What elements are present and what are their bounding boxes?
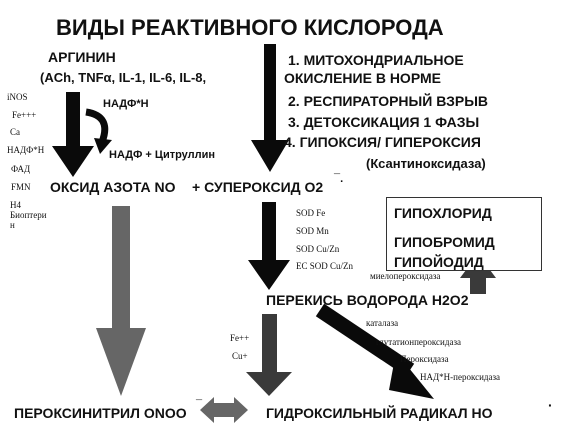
arrow-arginine-to-no <box>52 92 94 177</box>
enzyme-item: НАД*Н-пероксидаза <box>420 372 501 382</box>
arginine-mediators: (ACh, TNFα, IL-1, IL-6, IL-8, <box>40 70 207 85</box>
sod-item: EC SOD Cu/Zn <box>296 261 354 271</box>
arrow-no-to-peroxynitrite <box>96 206 146 396</box>
cofactor-item: FMN <box>11 182 31 192</box>
sod-item: SOD Mn <box>296 226 329 236</box>
source-item: 2. РЕСПИРАТОРНЫЙ ВЗРЫВ <box>288 93 489 109</box>
arrow-nadph-curve-head <box>94 138 112 154</box>
cofactor-item: н <box>10 220 15 230</box>
peroxynitrite-label: ПЕРОКСИНИТРИЛ ONOO <box>14 405 187 421</box>
arrow-sources-to-superoxide <box>251 44 289 172</box>
cofactor-item: ФАД <box>11 164 31 174</box>
cofactor-item: Fe+++ <box>12 110 37 120</box>
arrow-superoxide-to-h2o2 <box>248 202 290 290</box>
halides-box <box>386 197 542 271</box>
arrow-nadph-curve <box>85 108 109 144</box>
sod-item: SOD Cu/Zn <box>296 244 340 254</box>
cofactor-item: H4 <box>10 200 21 210</box>
enzyme-item: Пероксидаза <box>400 354 449 364</box>
myeloperoxidase-label: миелопероксидаза <box>370 271 441 281</box>
arginine-label: АРГИНИН <box>48 49 116 65</box>
nadp-citrulline-label: НАДФ + Цитруллин <box>109 149 216 161</box>
cofactor-item: Ca <box>10 127 20 137</box>
nadph-label: НАДФ*Н <box>103 98 149 110</box>
metal-item: Fe++ <box>230 333 250 343</box>
enzyme-item: каталаза <box>366 318 399 328</box>
cofactor-item: Биоптери <box>10 210 47 220</box>
arrow-h2o2-diagonal-head <box>389 352 434 399</box>
halide-item: ГИПОХЛОРИД <box>394 205 492 221</box>
page-title: ВИДЫ РЕАКТИВНОГО КИСЛОРОДА <box>56 15 444 40</box>
nitric-oxide-label: ОКСИД АЗОТА NO <box>50 179 176 195</box>
cofactor-item: iNOS <box>7 92 28 102</box>
arrow-h2o2-to-hydroxyl <box>246 314 292 396</box>
source-item: 4. ГИПОКСИЯ/ ГИПЕРОКСИЯ <box>284 134 481 150</box>
peroxynitrite-charge: ¯ <box>196 399 203 411</box>
superoxide-charge: ¯. <box>334 173 344 185</box>
source-item: 1. МИТОХОНДРИАЛЬНОЕ <box>288 52 464 68</box>
superoxide-label: + СУПЕРОКСИД О2 <box>192 179 324 195</box>
halide-item: ГИПОЙОДИД <box>394 254 484 270</box>
hydroxyl-radical-dot: · <box>548 397 553 413</box>
double-arrow-peroxynitrite-hydroxyl <box>200 397 248 423</box>
hydroxyl-radical-label: ГИДРОКСИЛЬНЫЙ РАДИКАЛ НО <box>266 405 493 421</box>
source-item: (Ксантиноксидаза) <box>366 156 486 171</box>
source-item: ОКИСЛЕНИЕ В НОРМЕ <box>284 70 441 86</box>
source-item: 3. ДЕТОКСИКАЦИЯ 1 ФАЗЫ <box>288 114 480 130</box>
sod-item: SOD Fe <box>296 208 326 218</box>
arrow-myeloperoxidase-to-halides <box>460 254 496 294</box>
enzyme-item: глутатионпероксидаза <box>376 337 461 347</box>
metal-item: Cu+ <box>232 351 248 361</box>
hydrogen-peroxide-label: ПЕРЕКИСЬ ВОДОРОДА Н2О2 <box>266 292 469 308</box>
halide-item: ГИПОБРОМИД <box>394 234 495 250</box>
cofactor-item: НАДФ*Н <box>7 145 45 155</box>
